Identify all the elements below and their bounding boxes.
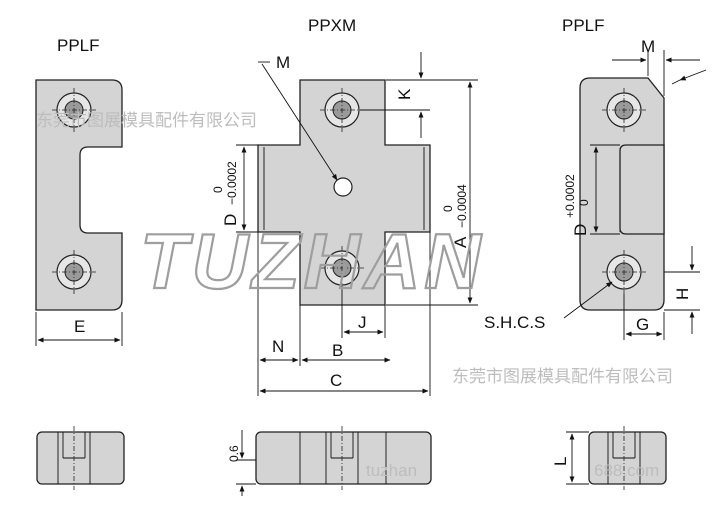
right-bottom-bolt-hole-icon (602, 250, 646, 294)
shcs-callout: S.H.C.S (484, 281, 613, 332)
dim-tol-a: −0.0004 (455, 184, 469, 228)
dim-label-n: N (272, 337, 284, 356)
center-part-title: PPXM (308, 16, 356, 35)
dimension-j: J (341, 290, 386, 338)
dimension-thickness-offset: 0.6 (227, 430, 256, 496)
dim-label-d-center: D (221, 214, 240, 226)
left-pplf-plate (35, 79, 123, 311)
dim-label-m-center: M (276, 53, 290, 72)
center-bottom-bolt-hole-icon (320, 246, 364, 290)
dimension-a: A −0.0004 0 (386, 81, 478, 306)
watermark-company-top: 东莞市图展模具配件有限公司 (36, 111, 257, 130)
left-side-view (36, 426, 125, 490)
dim-label-d-right: D (571, 224, 590, 236)
watermark-site-left: tuzhan (366, 461, 417, 480)
dimension-m-right: M (612, 37, 707, 96)
dim-label-l: L (551, 457, 570, 466)
dimension-n: N (257, 232, 301, 396)
right-side-view (588, 426, 667, 490)
shcs-label: S.H.C.S (484, 313, 545, 332)
dimension-d-center: D −0.0002 0 (211, 144, 258, 233)
right-part-title: PPLF (562, 16, 605, 35)
dim-label-a: A (451, 236, 470, 248)
center-top-bolt-hole-icon (320, 88, 364, 132)
left-bottom-bolt-hole-icon (52, 250, 96, 294)
left-part-title: PPLF (57, 36, 100, 55)
watermark-site-right: 688.com (594, 461, 659, 480)
dimension-h: H (664, 246, 700, 334)
dimension-g: G (623, 294, 665, 340)
dimension-m-center: M (258, 53, 338, 181)
dim-label-e: E (74, 317, 85, 336)
dim-label-c: C (330, 371, 342, 390)
center-side-view (255, 426, 432, 490)
watermark-company-bottom: 东莞市图展模具配件有限公司 (452, 367, 673, 386)
right-top-bolt-hole-icon (602, 88, 646, 132)
center-small-hole-icon (333, 177, 353, 197)
dimension-l: L (551, 431, 589, 485)
dim-zero-d-right: 0 (577, 199, 591, 206)
watermark-brand-logo: TUZHAN (140, 217, 485, 305)
dim-tol-d-right: +0.0002 (563, 174, 577, 218)
dim-label-g: G (636, 315, 649, 334)
dim-label-thickness-offset: 0.6 (227, 445, 241, 462)
dimension-d-right: D +0.0002 0 (563, 144, 620, 236)
dim-label-j: J (358, 313, 367, 332)
dim-label-m-right: M (641, 37, 655, 56)
dim-label-k: K (395, 88, 414, 100)
dimension-c: C (259, 232, 431, 396)
left-top-bolt-hole-icon (52, 88, 96, 132)
dim-tol-d-center: −0.0002 (225, 161, 239, 205)
right-pplf-plate (579, 77, 665, 311)
dimension-b: B (301, 341, 391, 363)
dim-zero-a: 0 (441, 205, 455, 212)
dim-label-h: H (673, 288, 692, 300)
dimension-e: E (35, 312, 123, 346)
dim-zero-d-center: 0 (211, 186, 225, 193)
dimension-k: K (360, 52, 478, 138)
dim-label-b: B (332, 341, 343, 360)
